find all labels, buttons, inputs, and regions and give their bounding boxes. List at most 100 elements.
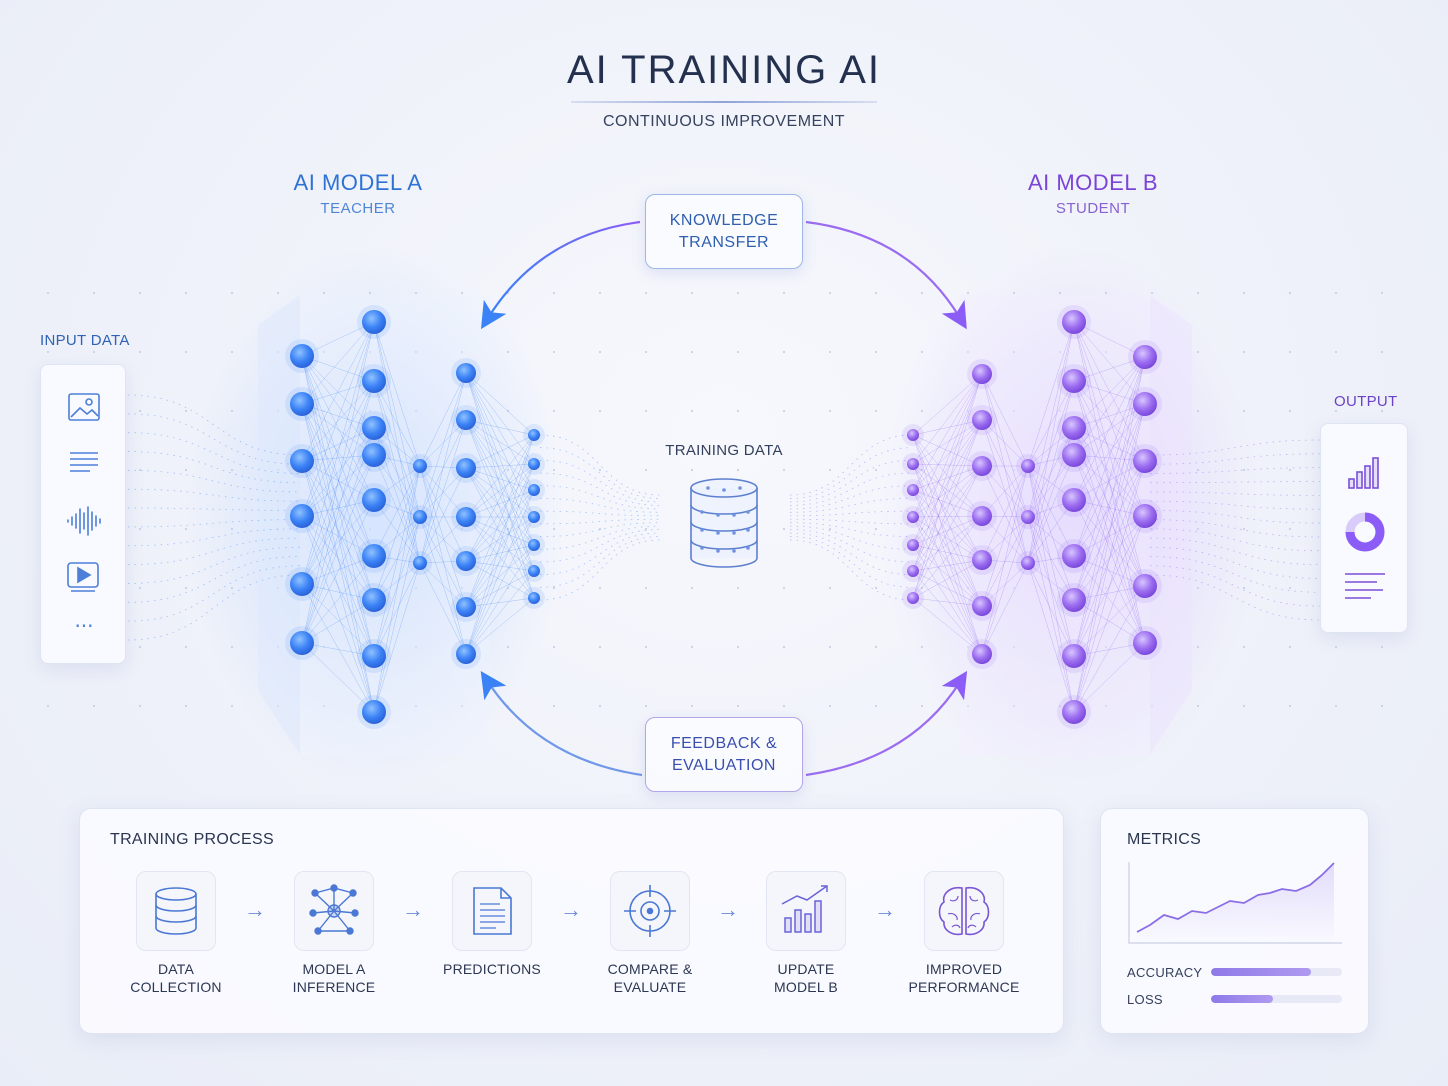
model-a-role: TEACHER [320,200,396,217]
output-label: OUTPUT [1334,393,1398,410]
model-a-edge [419,516,467,564]
model-a-edge [373,321,421,518]
image-icon [68,393,100,421]
model-b-node [907,592,919,604]
model-a-output-wave [539,525,661,550]
model-a-edge [465,463,535,608]
model-b-edge [1073,555,1146,644]
grid-dot [598,409,602,413]
model-a-edge [301,454,375,462]
model-a-node [528,539,540,551]
process-step-label-line1: IMPROVED [925,961,1003,977]
training-data-database-icon [690,478,758,568]
model-a-slab-front [300,295,490,755]
model-b-edge [1027,516,1075,657]
model-b-edge [912,463,983,655]
training-process-title: TRAINING PROCESS [110,831,274,848]
model-b-node [1133,574,1157,598]
grid-dot [1380,704,1384,708]
model-b-node [972,596,992,616]
output-wave [1149,574,1321,621]
model-a-edge [419,419,467,467]
model-b-edge [1073,321,1146,405]
grid-dot [184,704,188,708]
model-a-edge [301,454,375,585]
model-a-edge [373,321,421,564]
model-b-edge [1073,321,1146,587]
model-b-edge [1073,499,1146,587]
model-b-edge [1073,642,1146,657]
grid-dot [874,291,878,295]
grid-dot [1288,704,1292,708]
model-a-node [456,644,476,664]
model-a-edge [301,403,375,501]
model-a-edge [373,454,421,518]
model-a-edge [373,465,421,657]
model-b-edge [981,465,1029,607]
model-a-edge [419,562,467,655]
model-b-edge [981,465,1029,561]
grid-dot [138,468,142,472]
model-b-edge [1027,465,1075,713]
model-b-edge [912,570,983,607]
grid-dot [184,586,188,590]
model-b-edge [1073,403,1146,601]
model-b-edge [1073,403,1146,501]
loss-bar [1211,995,1342,1003]
model-b-edge [912,373,983,465]
model-a-edge [465,419,535,465]
process-step-label-line1: MODEL A [302,961,366,977]
video-icon [67,562,99,592]
metrics-area [1137,863,1334,943]
model-b-edge [1073,454,1146,644]
model-b-edge [1027,380,1075,467]
model-a-edge [301,355,375,501]
model-a-node [528,592,540,604]
model-a-edge [465,434,535,518]
model-a-node [362,369,386,393]
feedback-evaluation-pill: FEEDBACK & EVALUATION [645,717,803,792]
process-step-label: PREDICTIONS [417,960,567,978]
training-process-panel [79,808,1064,1034]
model-b-node [907,429,919,441]
loss-label: LOSS [1127,992,1163,1007]
model-b-edge [1073,427,1146,644]
model-a-edge [301,403,375,601]
model-a-edge [465,570,535,608]
model-b-node [1062,310,1086,334]
model-b-edge [1073,585,1146,713]
process-arrow-icon: → [560,897,582,922]
model-b-edge [1027,516,1075,601]
process-arrow-icon: → [874,897,896,922]
model-a-edge [465,419,535,572]
grid-dot [1288,409,1292,413]
model-b-edge [981,373,1029,564]
model-b-edge [1073,403,1146,557]
model-b-edge [1027,454,1075,564]
grid-dot [644,586,648,590]
grid-dot [644,291,648,295]
model-b-node [972,550,992,570]
model-a-edge [301,403,375,429]
grid-dot [598,468,602,472]
grid-dot [552,645,556,649]
model-b-edge [912,597,983,655]
process-step-label-line2: COLLECTION [130,979,222,995]
model-b-node [972,506,992,526]
page-title: AI TRAINING AI [567,48,881,92]
model-b-network [902,305,1162,729]
model-b-node [1133,392,1157,416]
grid-dot [874,409,878,413]
model-b-node [1062,443,1086,467]
model-b-edge [912,516,983,561]
grid-dot [782,645,786,649]
model-a-edge [301,355,375,557]
grid-dot [690,291,694,295]
model-b-edge [912,373,983,599]
knowledge-transfer-line1: KNOWLEDGE [669,211,779,229]
grid-dot [690,586,694,590]
model-b-edge [981,465,1029,655]
model-a-edge [373,465,421,557]
